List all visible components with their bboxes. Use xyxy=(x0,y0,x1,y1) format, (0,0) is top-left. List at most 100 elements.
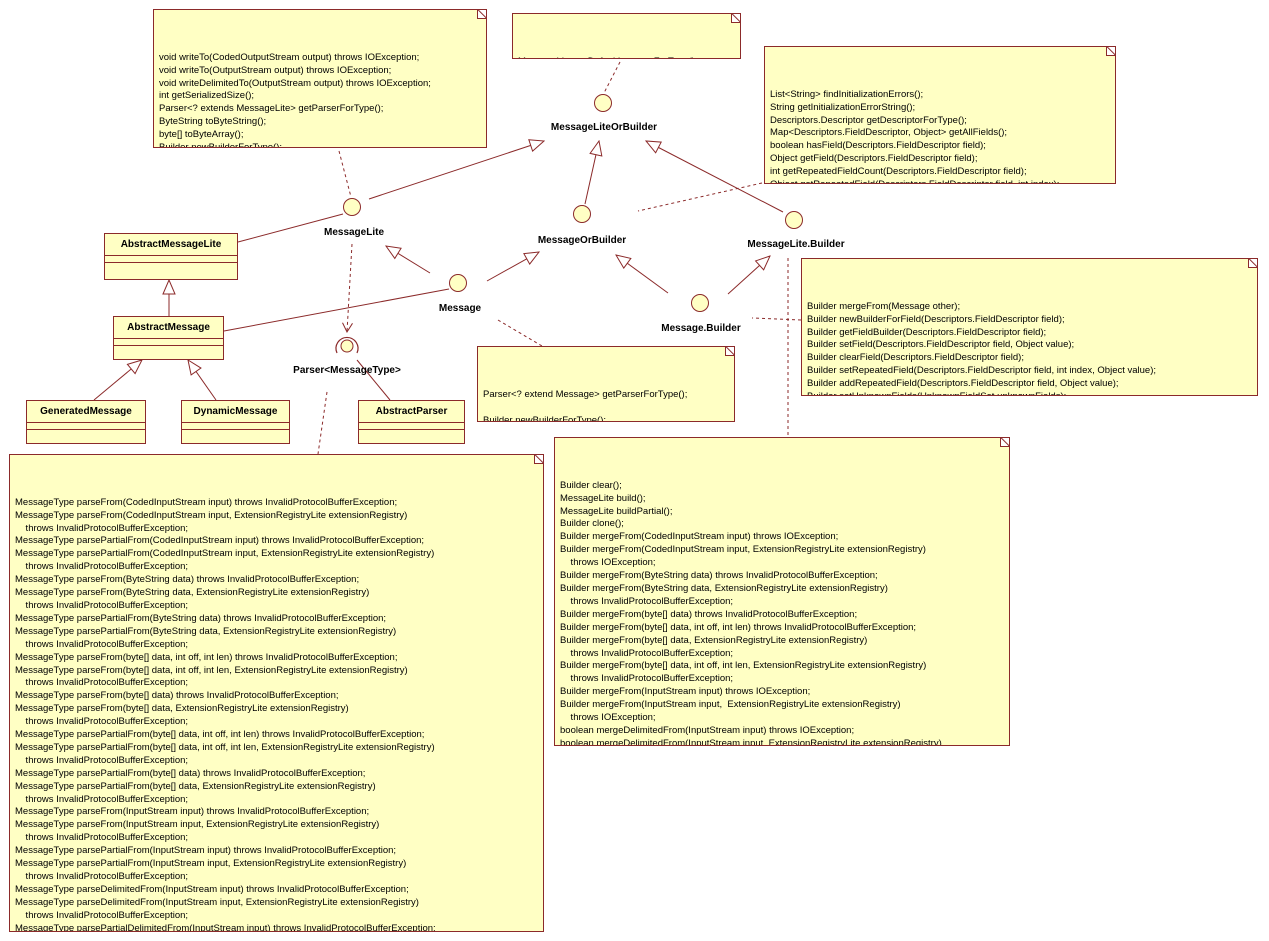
note-line: Builder setRepeatedField(Descriptors.Fie… xyxy=(807,365,1157,377)
note-line: throws InvalidProtocolBufferException; xyxy=(15,677,189,689)
note-line: MessageType parseFrom(ByteString data) t… xyxy=(15,574,360,586)
note-line: MessageType parseDelimitedFrom(InputStre… xyxy=(15,883,409,895)
note-line: throws InvalidProtocolBufferException; xyxy=(15,716,189,728)
note-line: Builder mergeFrom(byte[] data) throws In… xyxy=(560,608,858,620)
class-operations-section xyxy=(182,430,289,436)
note-line: MessageType parseFrom(InputStream input)… xyxy=(15,806,370,818)
note-line: throws InvalidProtocolBufferException; xyxy=(15,561,189,573)
note-line: String getInitializationErrorString(); xyxy=(770,101,916,113)
interface-message-label: Message xyxy=(438,303,482,314)
interface-messagelite-icon[interactable] xyxy=(343,198,361,216)
class-generatedmessage-name: GeneratedMessage xyxy=(27,401,145,423)
interface-message-icon[interactable] xyxy=(449,274,467,292)
note-line: byte[] toByteArray(); xyxy=(159,129,244,141)
note-line: MessageType parsePartialFrom(byte[] data… xyxy=(15,741,435,753)
note-line: Builder setField(Descriptors.FieldDescri… xyxy=(807,339,1075,351)
note-line: Builder getFieldBuilder(Descriptors.Fiel… xyxy=(807,326,1047,338)
class-operations-section xyxy=(27,430,145,436)
edge-messagebuilder-generalizes-litebuilder xyxy=(727,256,770,295)
edge-messagebuilder-generalizes-messageorbuilder xyxy=(616,255,669,294)
note-line: List<String> findInitializationErrors(); xyxy=(770,88,924,100)
note-line: MessageType parsePartialDelimitedFrom(In… xyxy=(15,922,436,932)
note-line: Builder newBuilderForField(Descriptors.F… xyxy=(807,313,1065,325)
note-line: Parser<? extends MessageLite> getParserF… xyxy=(159,103,384,115)
note-line: Builder mergeFrom(byte[] data, int off, … xyxy=(560,621,917,633)
note-line xyxy=(483,402,730,415)
note-line: MessageLite getDefaultInstanceForType(); xyxy=(518,56,736,58)
note-line: Parser<? extend Message> getParserForTyp… xyxy=(483,388,688,400)
note-line: MessageType parsePartialFrom(byte[] data… xyxy=(15,780,376,792)
note-messagelitebuilder-methods: Builder clear();MessageLite build();Mess… xyxy=(554,437,1010,746)
note-fold-corner xyxy=(1000,438,1009,447)
note-line: MessageType parseFrom(byte[] data, Exten… xyxy=(15,703,349,715)
edge-generatedmessage-generalizes-abstractmessage xyxy=(93,360,142,401)
note-line: Builder addRepeatedField(Descriptors.Fie… xyxy=(807,378,1119,390)
interface-messageliteorbuilder-icon[interactable] xyxy=(594,94,612,112)
note-line: MessageType parseFrom(byte[] data) throw… xyxy=(15,690,339,702)
note-line: MessageType parsePartialFrom(ByteString … xyxy=(15,625,397,637)
class-abstractmessagelite-name: AbstractMessageLite xyxy=(105,234,237,256)
note-parser-methods: MessageType parseFrom(CodedInputStream i… xyxy=(9,454,544,932)
interface-messageorbuilder-label: MessageOrBuilder xyxy=(537,235,627,246)
note-line: Builder newBuilderForType(); xyxy=(483,414,607,422)
note-line: MessageType parseFrom(CodedInputStream i… xyxy=(15,496,398,508)
note-line: Descriptors.Descriptor getDescriptorForT… xyxy=(770,114,967,126)
note-body: MessageLite getDefaultInstanceForType();… xyxy=(518,56,736,58)
interface-messagebuilder-label: Message.Builder xyxy=(661,323,741,334)
note-line: Object getRepeatedField(Descriptors.Fiel… xyxy=(770,179,1111,183)
note-line: Map<Descriptors.FieldDescriptor, Object>… xyxy=(770,127,1008,139)
note-body: Builder clear();MessageLite build();Mess… xyxy=(560,479,1005,745)
note-line: throws IOException; xyxy=(560,557,656,569)
class-abstractparser-name: AbstractParser xyxy=(359,401,464,423)
edge-messagelite-generalizes-liteorbuilder xyxy=(368,141,544,200)
note-line: MessageType parseFrom(ByteString data, E… xyxy=(15,587,370,599)
note-body: void writeTo(CodedOutputStream output) t… xyxy=(159,51,482,147)
note-fold-corner xyxy=(1248,259,1257,268)
note-line: MessageType parsePartialFrom(InputStream… xyxy=(15,858,407,870)
class-operations-section xyxy=(105,263,237,269)
interface-messageorbuilder-icon[interactable] xyxy=(573,205,591,223)
class-attributes-section xyxy=(105,256,237,263)
note-link-parser xyxy=(317,391,328,455)
class-attributes-section xyxy=(359,423,464,430)
note-line: MessageType parsePartialFrom(ByteString … xyxy=(15,612,387,624)
note-line: ByteString toByteString(); xyxy=(159,116,267,128)
note-body: MessageType parseFrom(CodedInputStream i… xyxy=(15,496,539,932)
note-line: void writeTo(OutputStream output) throws… xyxy=(159,64,392,76)
note-line: throws InvalidProtocolBufferException; xyxy=(15,832,189,844)
class-abstractparser[interactable]: AbstractParser xyxy=(358,400,465,444)
note-messageliteorbuilder-methods: MessageLite getDefaultInstanceForType();… xyxy=(512,13,741,59)
interface-messagebuilder-icon[interactable] xyxy=(691,294,709,312)
note-line: void writeTo(CodedOutputStream output) t… xyxy=(159,51,420,63)
note-line: MessageLite build(); xyxy=(560,492,646,504)
note-line: MessageType parseFrom(InputStream input,… xyxy=(15,819,380,831)
edge-message-generalizes-messageorbuilder xyxy=(486,252,539,282)
note-line: Builder mergeFrom(byte[] data, Extension… xyxy=(560,634,868,646)
note-fold-corner xyxy=(534,455,543,464)
note-messagebuilder-methods: Builder mergeFrom(Message other);Builder… xyxy=(801,258,1258,396)
note-line: void writeDelimitedTo(OutputStream outpu… xyxy=(159,77,431,89)
note-line: Object getField(Descriptors.FieldDescrip… xyxy=(770,153,978,165)
note-line: throws InvalidProtocolBufferException; xyxy=(15,754,189,766)
note-line: Builder clear(); xyxy=(560,479,622,491)
note-line: throws InvalidProtocolBufferException; xyxy=(15,599,189,611)
note-line: throws InvalidProtocolBufferException; xyxy=(560,595,734,607)
note-body: Parser<? extend Message> getParserForTyp… xyxy=(483,388,730,422)
interface-messagelite-label: MessageLite xyxy=(323,227,385,238)
note-body: Builder mergeFrom(Message other);Builder… xyxy=(807,301,1253,395)
class-abstractmessage[interactable]: AbstractMessage xyxy=(113,316,224,360)
note-line: throws InvalidProtocolBufferException; xyxy=(15,909,189,921)
note-line: MessageType parseFrom(CodedInputStream i… xyxy=(15,509,408,521)
interface-messagelitebuilder-icon[interactable] xyxy=(785,211,803,229)
class-generatedmessage[interactable]: GeneratedMessage xyxy=(26,400,146,444)
note-line: Builder mergeFrom(InputStream input) thr… xyxy=(560,686,811,698)
note-line: throws InvalidProtocolBufferException; xyxy=(15,871,189,882)
edge-litebuilder-generalizes-liteorbuilder xyxy=(646,141,784,213)
note-line: Builder setUnknownFields(UnknownFieldSet… xyxy=(807,391,1253,395)
note-line: MessageType parseFrom(byte[] data, int o… xyxy=(15,664,408,676)
class-abstractmessagelite[interactable]: AbstractMessageLite xyxy=(104,233,238,280)
note-line: throws InvalidProtocolBufferException; xyxy=(15,793,189,805)
class-dynamicmessage[interactable]: DynamicMessage xyxy=(181,400,290,444)
class-operations-section xyxy=(114,346,223,352)
